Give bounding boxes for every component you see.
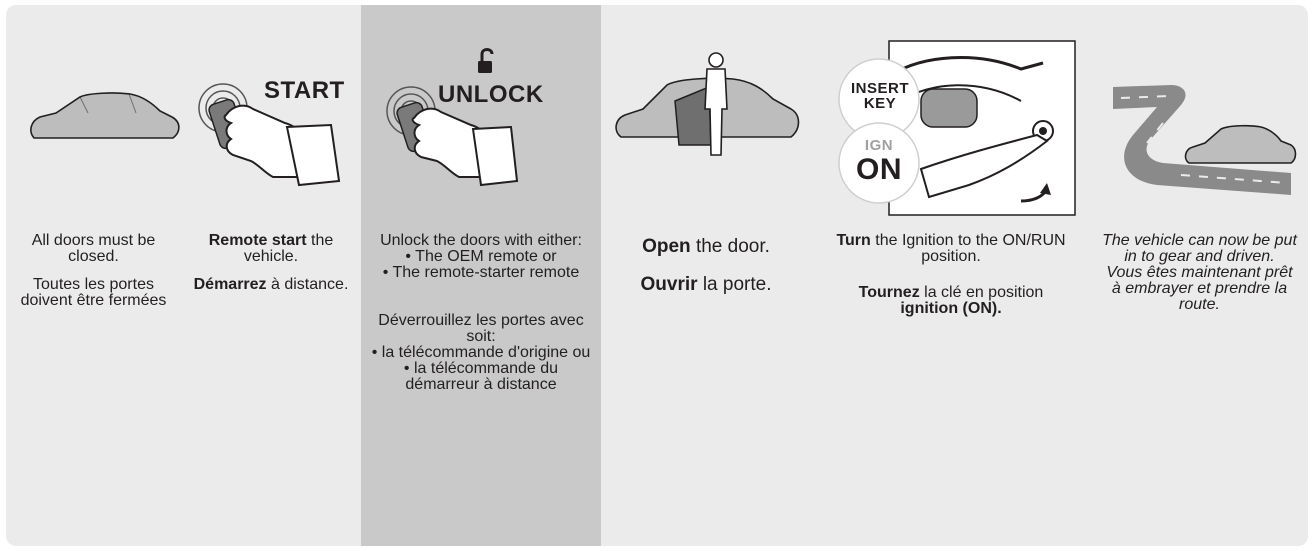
step-ignition: INSERT KEY IGN ON Turn the Ignition to t… <box>811 5 1091 546</box>
drive-en: The vehicle can now be put in to gear an… <box>1102 232 1297 265</box>
doors-closed-text: All doors must be closed. Toutes les por… <box>6 233 181 309</box>
unlock-fr-intro: Déverrouillez les portes avec soit: <box>369 313 593 345</box>
unlocked-padlock-icon <box>478 50 492 74</box>
unlock-fr-option-1: • la télécommande d'origine ou <box>369 345 593 361</box>
doors-closed-fr: Toutes les portes doivent être fermées <box>6 277 181 309</box>
remote-start-fr: Démarrez à distance. <box>181 277 361 293</box>
unlock-en-option-1: • The OEM remote or <box>369 249 593 265</box>
drive-fr: Vous êtes maintenant prêt à embrayer et … <box>1106 264 1292 313</box>
unlock-text: Unlock the doors with either: • The OEM … <box>369 233 593 393</box>
car-icon <box>1186 126 1296 163</box>
unlock-en-option-2: • The remote-starter remote <box>369 265 593 281</box>
start-label: START <box>264 77 345 105</box>
unlock-label: UNLOCK <box>438 81 544 109</box>
open-door-en: Open the door. <box>601 237 811 257</box>
ignition-illustration <box>811 5 1091 220</box>
car-icon <box>6 5 181 205</box>
ignition-text: Turn the Ignition to the ON/RUN position… <box>831 233 1071 317</box>
instructions-panel: All doors must be closed. Toutes les por… <box>6 5 1308 546</box>
open-door-text: Open the door. Ouvrir la porte. <box>601 237 811 295</box>
ign-label: IGN <box>859 137 899 154</box>
step-drive: The vehicle can now be put in to gear an… <box>1091 5 1308 546</box>
step-unlock: UNLOCK Unlock the doors with either: • T… <box>361 5 601 546</box>
step-doors-closed: All doors must be closed. Toutes les por… <box>6 5 181 546</box>
open-door-illustration <box>601 5 811 205</box>
step-remote-start: START Remote start the vehicle. Démarrez… <box>181 5 361 546</box>
ignition-fr: Tournez la clé en position ignition (ON)… <box>831 285 1071 317</box>
remote-start-en: Remote start the vehicle. <box>181 233 361 265</box>
on-label: ON <box>849 153 909 187</box>
unlock-en-intro: Unlock the doors with either: <box>369 233 593 249</box>
ignition-en: Turn the Ignition to the ON/RUN position… <box>831 233 1071 265</box>
remote-start-illustration <box>181 5 361 205</box>
open-door-fr: Ouvrir la porte. <box>601 275 811 295</box>
doors-closed-en: All doors must be closed. <box>6 233 181 265</box>
driving-road-illustration <box>1091 5 1308 205</box>
insert-key-label: INSERT KEY <box>840 81 920 111</box>
remote-start-text: Remote start the vehicle. Démarrez à dis… <box>181 233 361 293</box>
step-open-door: Open the door. Ouvrir la porte. <box>601 5 811 546</box>
drive-text: The vehicle can now be put in to gear an… <box>1101 233 1298 313</box>
unlock-fr-option-2: • la télécommande du démarreur à distanc… <box>369 361 593 393</box>
